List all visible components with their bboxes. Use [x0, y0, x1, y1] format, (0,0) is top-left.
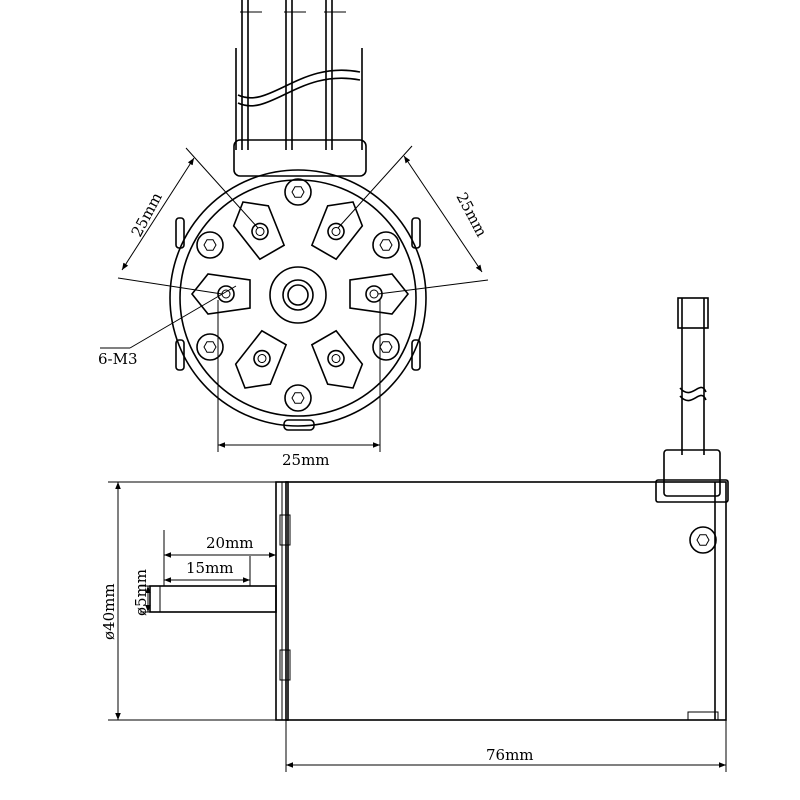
front-outer-ring — [169, 169, 427, 427]
dim-right-25: 25mm — [337, 145, 491, 295]
dim-bottom-label: 25mm — [282, 451, 330, 469]
dim-shaft-15: 15mm — [164, 556, 251, 586]
dim-shaft-15-label: 15mm — [186, 559, 234, 577]
dim-body-dia: ø40mm — [100, 481, 276, 721]
dim-shaft-dia: ø5mm — [132, 569, 158, 616]
dim-shaft-20-label: 20mm — [206, 534, 254, 552]
motor-can — [285, 481, 727, 721]
dim-left-25: 25mm — [117, 147, 259, 295]
screw-callout: 6-M3 — [98, 285, 237, 368]
dim-shaft-20: 20mm — [163, 525, 277, 586]
front-inner-ring — [179, 179, 417, 417]
dim-body-dia-label: ø40mm — [100, 583, 118, 640]
side-view: 20mm 15mm ø5mm ø40mm 76mm — [100, 297, 729, 772]
screw-callout-label: 6-M3 — [98, 350, 138, 368]
dim-body-len: 76mm — [285, 720, 727, 772]
dim-right-label: 25mm — [452, 189, 490, 239]
dim-shaft-dia-label: ø5mm — [132, 569, 150, 616]
side-lead-wire — [677, 297, 709, 455]
side-screw — [689, 526, 717, 554]
side-wire-housing — [663, 449, 721, 497]
mount-lugs — [190, 201, 410, 389]
hex-bolts — [196, 178, 400, 412]
wire-exit-housing — [233, 139, 367, 177]
front-view: 25mm 25mm 25mm 6-M3 — [98, 0, 491, 469]
lead-wires — [235, 0, 363, 150]
center-boss — [269, 266, 327, 324]
dim-left-label: 25mm — [128, 189, 166, 239]
dim-bottom-25: 25mm — [217, 300, 381, 469]
shaft — [149, 585, 277, 613]
shaft-hole — [287, 284, 309, 306]
dim-body-len-label: 76mm — [486, 746, 534, 764]
shaft-body — [149, 585, 277, 613]
